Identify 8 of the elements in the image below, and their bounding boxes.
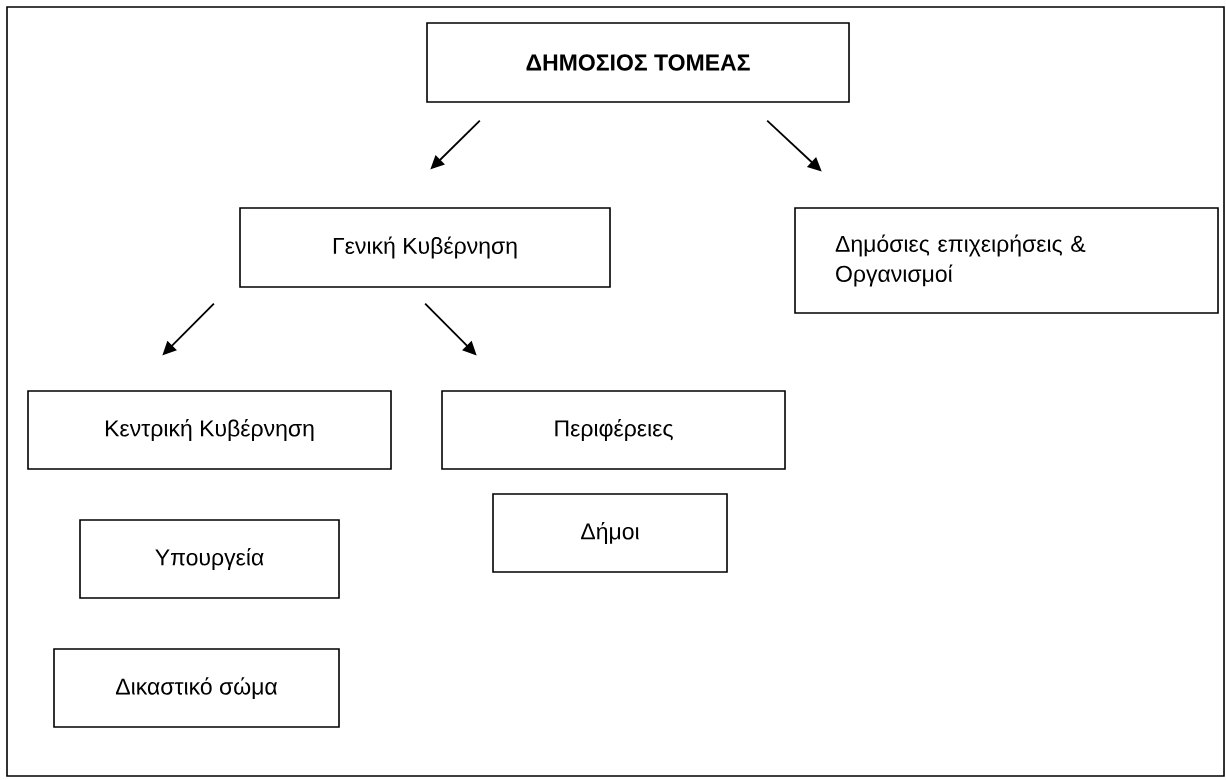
box: Δήμοι — [492, 493, 728, 573]
box: Δημόσιες επιχειρήσεις & Οργανισμοί — [794, 207, 1219, 314]
box: Δικαστικό σώμα — [53, 648, 340, 728]
box: Κεντρική Κυβέρνηση — [27, 390, 392, 470]
box: Περιφέρειες — [441, 390, 786, 470]
box: Υπουργεία — [79, 519, 340, 599]
box: Γενική Κυβέρνηση — [239, 207, 611, 288]
box: ΔΗΜΟΣΙΟΣ ΤΟΜΕΑΣ — [426, 22, 850, 103]
